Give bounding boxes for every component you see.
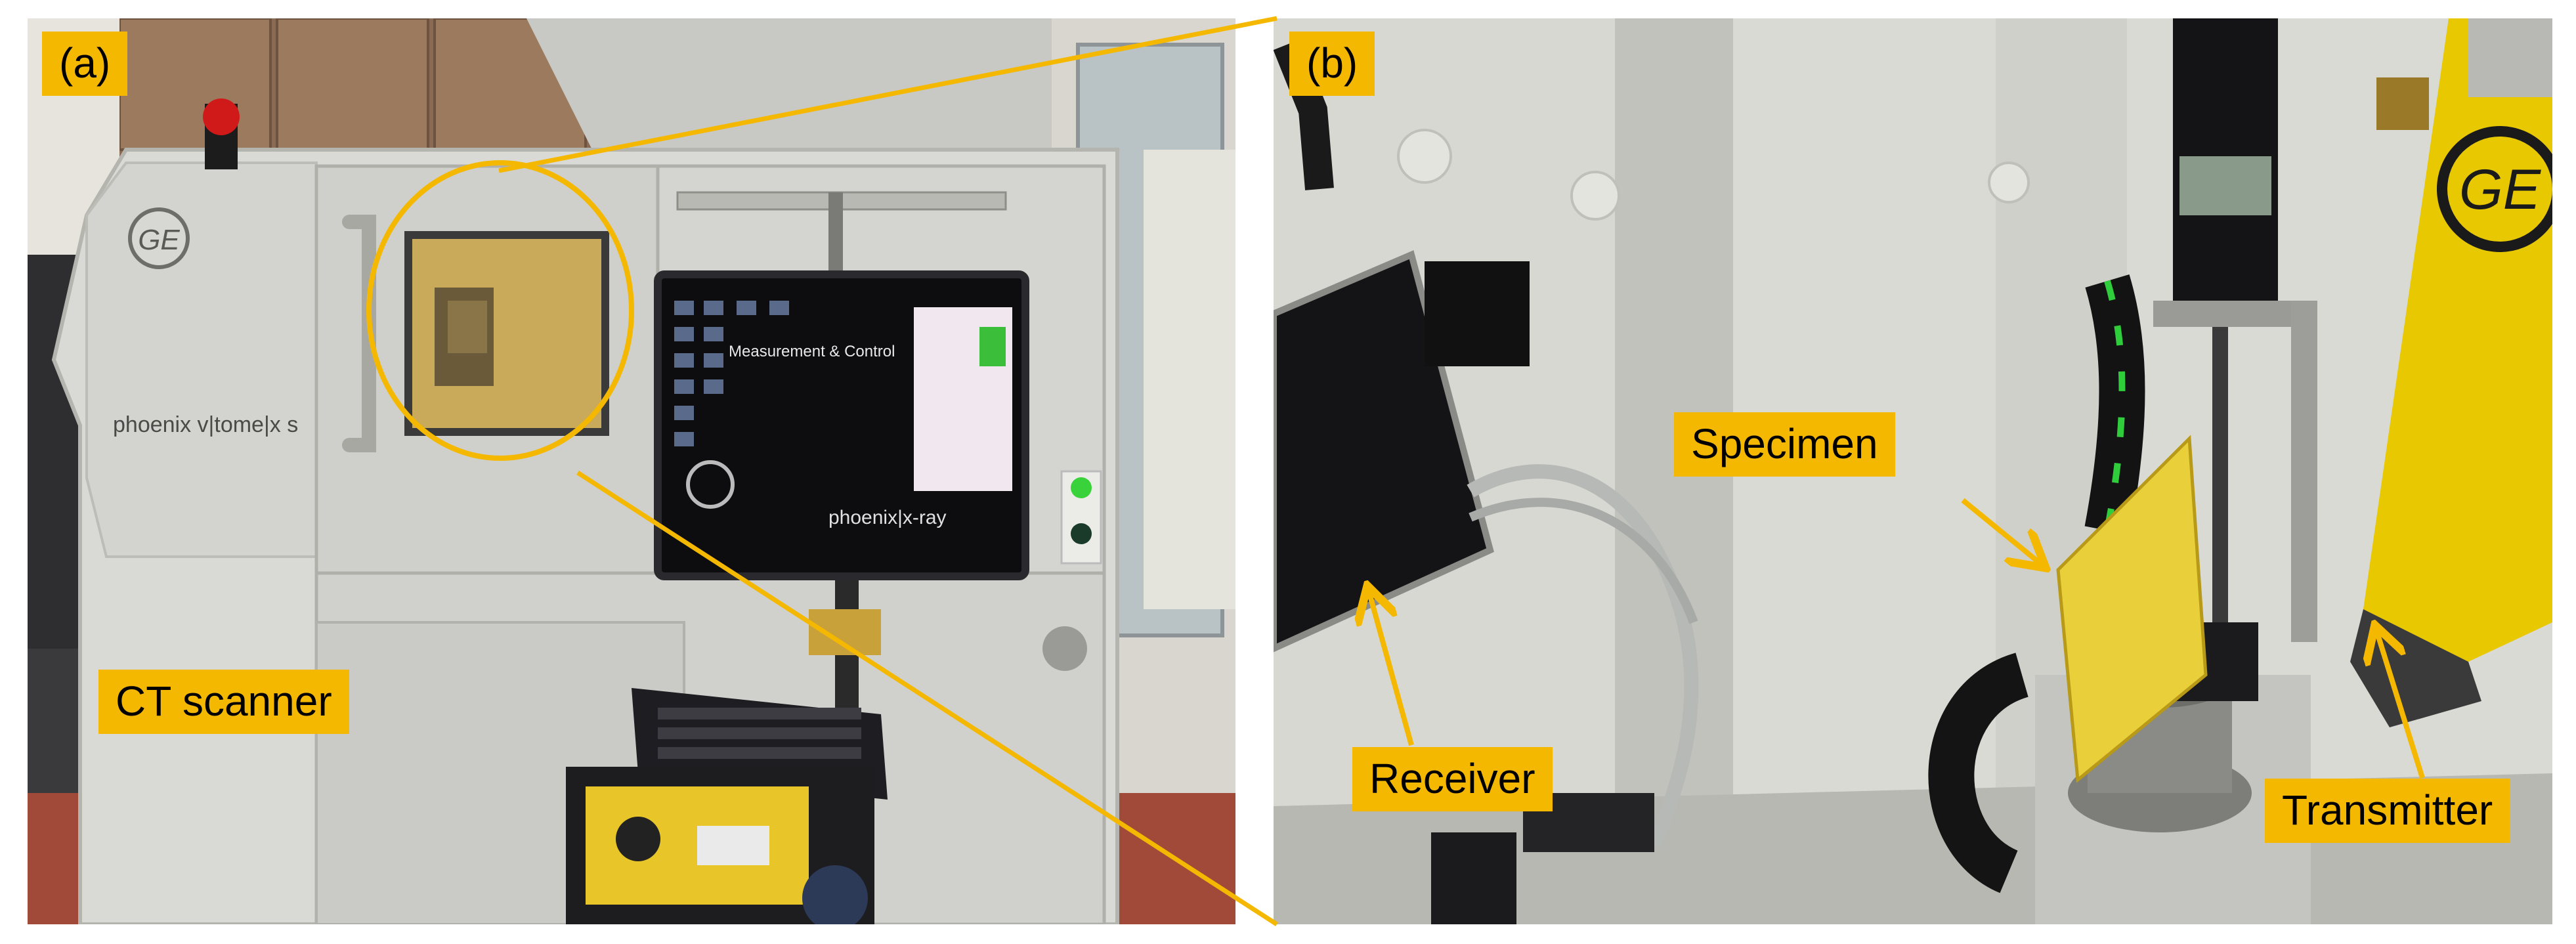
panel-b-label: (b) — [1289, 32, 1375, 96]
panel-b-photo: GE (b) Specimen Receiver Transmitter — [1274, 18, 2552, 924]
specimen-annotation: Specimen — [1674, 412, 1895, 477]
transmitter-annotation: Transmitter — [2265, 779, 2510, 843]
ge-logo-icon: GE — [2437, 126, 2552, 252]
screen-title-text: Measurement & Control — [729, 343, 895, 360]
receiver-annotation: Receiver — [1352, 747, 1553, 811]
svg-text:GE: GE — [138, 224, 180, 256]
screen-brand-text: phoenix|x-ray — [828, 507, 947, 528]
panel-a-label: (a) — [42, 32, 128, 96]
panel-a-photo: GE phoenix v|tome|x s Measurement & Cont… — [28, 18, 1235, 924]
machine-brand-text: phoenix v|tome|x s — [113, 412, 298, 437]
ct-scanner-photo: GE phoenix v|tome|x s Measurement & Cont… — [28, 18, 1235, 924]
ge-logo-icon: GE — [128, 207, 190, 269]
specimen-plate — [2056, 435, 2208, 783]
ct-scanner-annotation: CT scanner — [98, 670, 349, 734]
svg-text:GE: GE — [2459, 158, 2542, 221]
